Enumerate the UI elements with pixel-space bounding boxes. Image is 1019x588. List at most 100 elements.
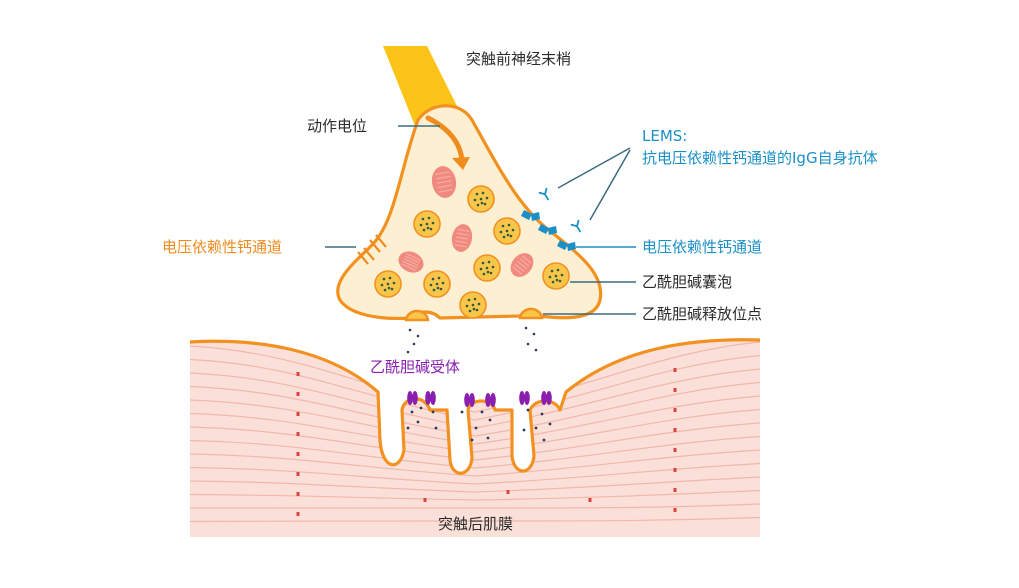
released-ach-molecule: [406, 350, 410, 354]
action-potential-arrow: [425, 115, 465, 163]
vesicle-ach: [468, 309, 472, 313]
striation-mark: [296, 392, 300, 396]
vesicle-ach: [476, 203, 480, 207]
ach-molecule: [434, 426, 438, 430]
vesicle-ach: [509, 234, 513, 238]
muscle-fiber-line: [190, 435, 760, 469]
ach-release-site-1: [404, 309, 430, 322]
muscle-fiber-line: [190, 503, 760, 509]
mitochondrion-crista: [456, 232, 469, 236]
striation-mark: [296, 412, 300, 416]
striation-mark: [296, 492, 300, 496]
released-ach-molecule: [416, 334, 420, 338]
vesicle-ach: [480, 201, 484, 205]
released-ach-molecule: [532, 332, 536, 336]
vesicle-ach: [554, 274, 558, 278]
ach-receptor: [430, 391, 436, 405]
label-lems-desc: 抗电压依赖性钙通道的IgG自身抗体: [642, 149, 878, 167]
label-lems-title: LEMS:: [642, 127, 687, 145]
striation-mark: [673, 468, 677, 472]
postsynaptic-membrane-outline: [189, 338, 761, 475]
label-presynaptic-terminal: 突触前神经末梢: [466, 50, 571, 68]
released-ach-molecule: [534, 348, 538, 352]
mitochondrion-crista: [402, 260, 418, 269]
mitochondrion-crista: [437, 184, 452, 189]
vesicle-ach: [507, 223, 511, 227]
vesicle-ach: [511, 228, 515, 232]
vesicle-ach: [392, 281, 396, 285]
striation-mark: [506, 490, 510, 494]
ach-molecule: [460, 410, 464, 414]
mitochondrion-crista: [454, 244, 467, 248]
ach-molecule: [542, 438, 546, 442]
released-ach-molecule: [526, 342, 530, 346]
label-action-potential: 动作电位: [307, 117, 367, 135]
ach-vesicle: [423, 270, 451, 298]
vesicle-ach: [499, 230, 503, 234]
vesicle-ach: [505, 229, 509, 233]
striation-mark: [296, 512, 300, 516]
ach-vesicle: [473, 254, 501, 282]
muscle-fiber-line: [190, 516, 760, 523]
ach-receptor: [546, 391, 552, 405]
ach-vesicle: [467, 185, 495, 213]
ach-molecule: [470, 438, 474, 442]
muscle-fiber-line: [190, 354, 760, 421]
vesicle-ach: [437, 276, 441, 280]
striation-mark: [588, 498, 592, 502]
vesicle-ach: [555, 278, 559, 282]
mitochondrion-crista: [512, 266, 523, 275]
vesicle-ach: [432, 288, 436, 292]
ach-receptor: [412, 391, 418, 405]
ach-molecule: [486, 436, 490, 440]
vesicle-ach: [550, 269, 554, 273]
vesicle-ach: [426, 226, 430, 230]
vgcc-left-channels: [357, 234, 387, 265]
label-ach-receptor: 乙酰胆碱受体: [370, 358, 460, 376]
muscle-fiber-line: [190, 476, 760, 493]
ach-molecule: [534, 426, 538, 430]
vesicle-ach: [483, 202, 487, 206]
vesicle-ach: [383, 288, 387, 292]
vesicle-ach: [560, 273, 564, 277]
ach-vesicle: [374, 270, 402, 298]
ach-vesicle: [493, 217, 521, 245]
vesicle-ach: [427, 216, 431, 220]
mitochondrion-crista: [455, 240, 468, 244]
vesicle-ach: [472, 307, 476, 311]
vesicle-ach: [475, 192, 479, 196]
ach-molecule: [474, 426, 478, 430]
ach-molecule: [406, 426, 410, 430]
ach-receptor: [407, 391, 413, 405]
mitochondrion-crista: [457, 228, 470, 232]
muscle-fiber-line: [190, 422, 760, 461]
mitochondrion-crista: [438, 189, 453, 193]
vesicle-ach: [429, 227, 433, 231]
muscle-fiber-lines: [190, 341, 760, 523]
vesicle-ach: [473, 297, 477, 301]
label-vgcc-right: 电压依赖性钙通道: [642, 238, 762, 256]
muscle-fiber-line: [190, 408, 760, 453]
striation-mark: [423, 498, 427, 502]
muscle-fiber-line: [190, 449, 760, 477]
mitochondrion-crista: [435, 171, 450, 175]
vesicle-ach: [380, 283, 384, 287]
muscle-fiber-line: [190, 462, 760, 485]
ach-molecules: [406, 406, 552, 442]
vesicle-ach: [431, 277, 435, 281]
vesicle-ach: [558, 279, 562, 283]
mitochondrion-crista: [519, 257, 530, 267]
mitochondrion: [431, 166, 457, 198]
mitochondrion-crista: [521, 255, 532, 264]
striation-mark: [673, 408, 677, 412]
ach-vesicle: [413, 210, 441, 238]
ach-release-site-2: [518, 307, 544, 320]
vesicle-ach: [388, 276, 392, 280]
striation-mark: [673, 368, 677, 372]
ach-molecule: [540, 412, 544, 416]
vesicle-ach: [467, 298, 471, 302]
ach-molecule: [548, 422, 552, 426]
muscle-body: [190, 339, 760, 537]
vesicle-ach: [485, 266, 489, 270]
